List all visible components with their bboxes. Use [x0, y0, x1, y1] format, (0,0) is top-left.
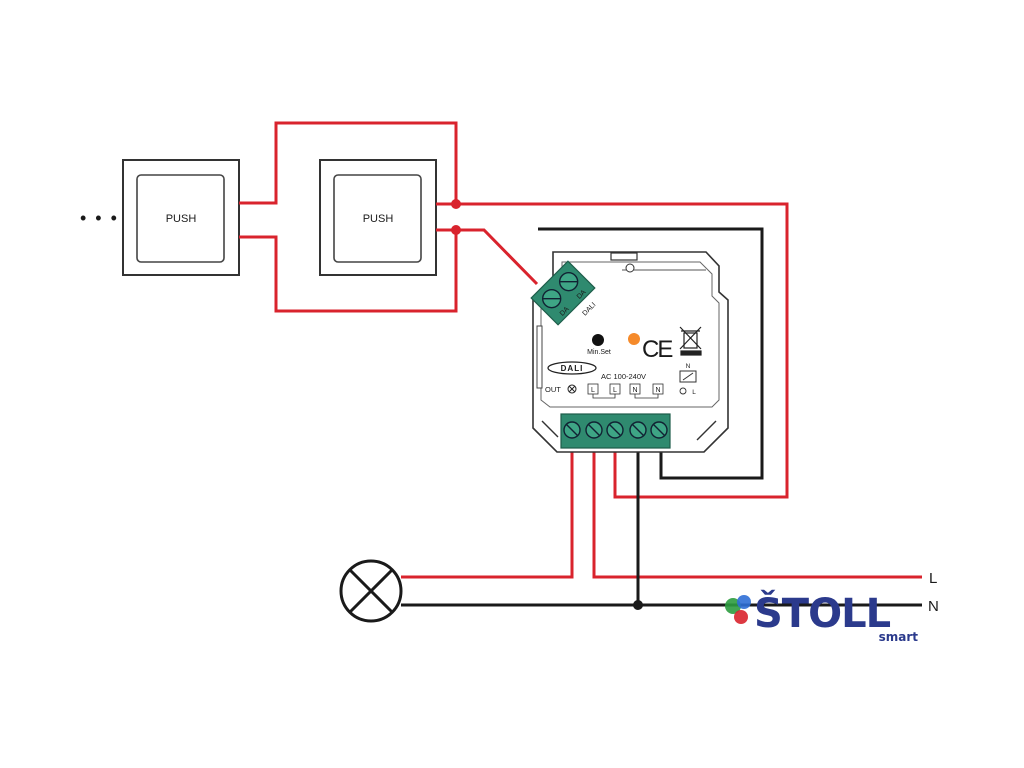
push-switch-2: PUSH [319, 159, 437, 276]
dali-logo: DALI [547, 361, 597, 375]
min-set-button [592, 334, 604, 346]
brand-name: ŠTOLL [754, 589, 891, 637]
side-symbol-N: N [686, 363, 691, 370]
lamp-symbol [339, 559, 403, 623]
terminal-label-N1: N [632, 387, 637, 394]
ce-mark: CE [642, 336, 672, 363]
junction-dot-neutral [633, 600, 643, 610]
out-lamp-icon [567, 384, 577, 394]
push-switch-1-label: PUSH [166, 213, 197, 225]
line-L-label: L [929, 570, 937, 587]
terminal-label-L2: L [613, 387, 617, 394]
continuation-dots: • • • [80, 208, 119, 228]
stoll-smart-logo: ŠTOLL smart [725, 589, 918, 644]
power-terminal-block [560, 413, 671, 449]
dali-terminal-block: DA DA [530, 260, 596, 326]
wire-out-to-lamp [401, 448, 574, 579]
neutral-wires [401, 227, 922, 607]
push-switch-2-label: PUSH [363, 213, 394, 225]
weee-bin-icon [679, 326, 702, 356]
wire-dali-loop [538, 227, 764, 480]
status-led [628, 333, 640, 345]
junction-dot-bottom [451, 225, 461, 235]
terminal-label-boxes [587, 383, 664, 399]
brand-subtitle: smart [879, 630, 919, 644]
wire-live-to-module [456, 202, 789, 499]
out-label: OUT [545, 385, 561, 394]
junction-dot-top [451, 199, 461, 209]
terminal-label-N2: N [655, 387, 660, 394]
min-set-label: Min.Set [587, 349, 611, 356]
wire-push-to-dali [456, 228, 539, 286]
push-switch-1: PUSH [122, 159, 240, 276]
svg-text:DALI: DALI [561, 364, 584, 373]
side-symbol-L: L [692, 389, 696, 396]
terminal-label-L1: L [591, 387, 595, 394]
dali-module: DA DA DALI Min.Set CE DALI AC 100-240V O… [530, 251, 729, 453]
line-N-label: N [928, 598, 939, 615]
voltage-label: AC 100-240V [601, 372, 646, 381]
wire-module-to-L [592, 448, 922, 579]
